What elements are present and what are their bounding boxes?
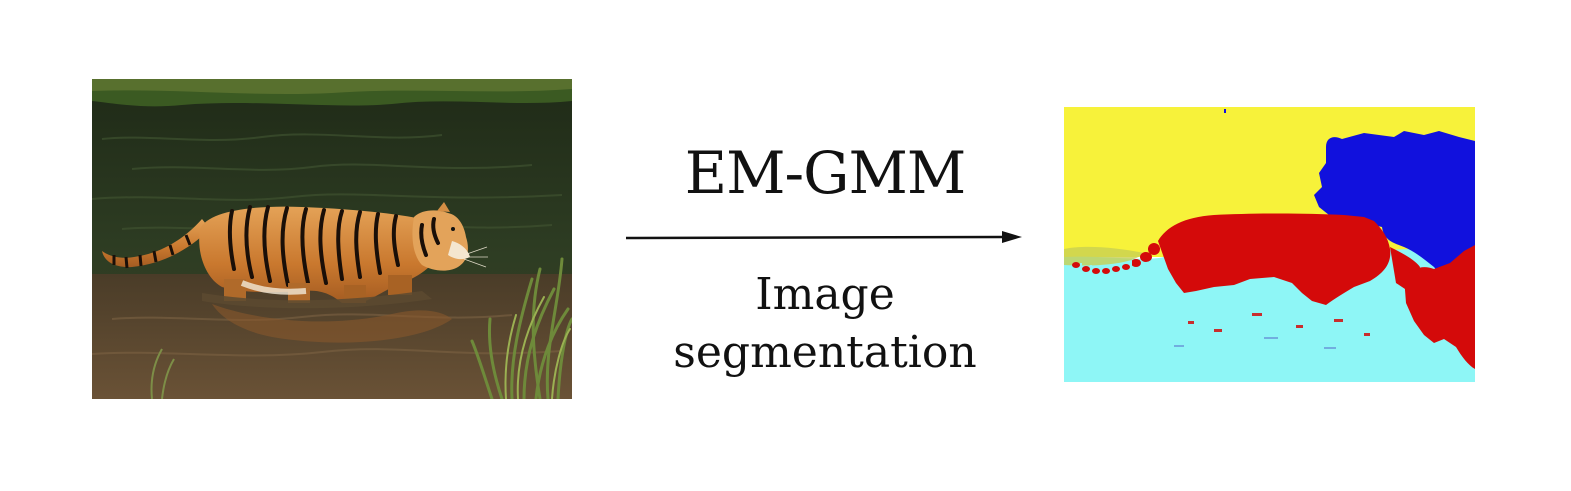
background-segment [1314,131,1475,307]
segmentation-output-map [1064,107,1475,382]
tiger-segment [1158,213,1391,305]
task-label-line-2: segmentation [673,327,977,378]
input-tiger-photo [92,79,572,399]
process-arrow [625,231,1022,243]
task-label-line-1: Image [755,269,895,320]
method-label: EM-GMM [684,139,966,207]
water-segment [1064,247,1475,382]
